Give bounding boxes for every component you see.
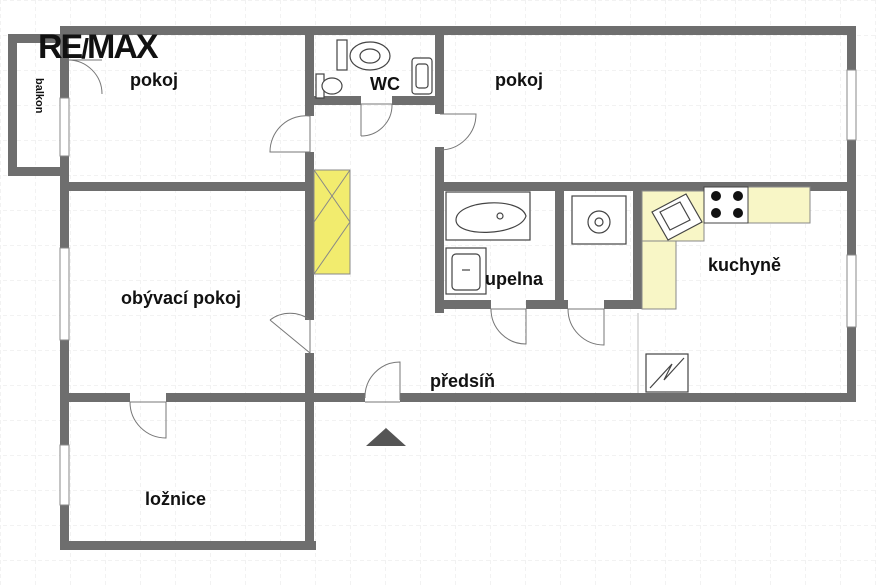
sink-icon (651, 193, 703, 241)
room-label-koupelna: upelna (485, 269, 544, 289)
sink-icon (445, 247, 487, 295)
room-label-wc: WC (370, 74, 400, 94)
room-label-obyvaci-pokoj: obývací pokoj (121, 288, 241, 308)
wardrobe (313, 169, 351, 275)
room-label-pokoj-left: pokoj (130, 70, 178, 90)
windows (59, 69, 857, 506)
kitchen-counter (641, 186, 811, 310)
svg-text:RE/MAX: RE/MAX (38, 28, 159, 66)
doors (67, 59, 639, 439)
entrance-arrow-icon (366, 428, 406, 446)
remax-logo: RE/MAX (38, 28, 161, 66)
room-label-pokoj-right: pokoj (495, 70, 543, 90)
toilet-icon (336, 39, 391, 71)
stove-icon (703, 186, 749, 224)
sink-icon (411, 57, 433, 95)
room-label-predsin: předsíň (430, 371, 495, 391)
bathtub-icon (445, 191, 531, 241)
washing-machine-icon (571, 195, 627, 245)
toilet-icon (315, 73, 343, 99)
room-label-balkon: balkon (33, 78, 45, 114)
room-label-loznice: ložnice (145, 489, 206, 509)
electric-panel-icon (645, 353, 689, 393)
room-label-kuchyne: kuchyně (708, 255, 781, 275)
